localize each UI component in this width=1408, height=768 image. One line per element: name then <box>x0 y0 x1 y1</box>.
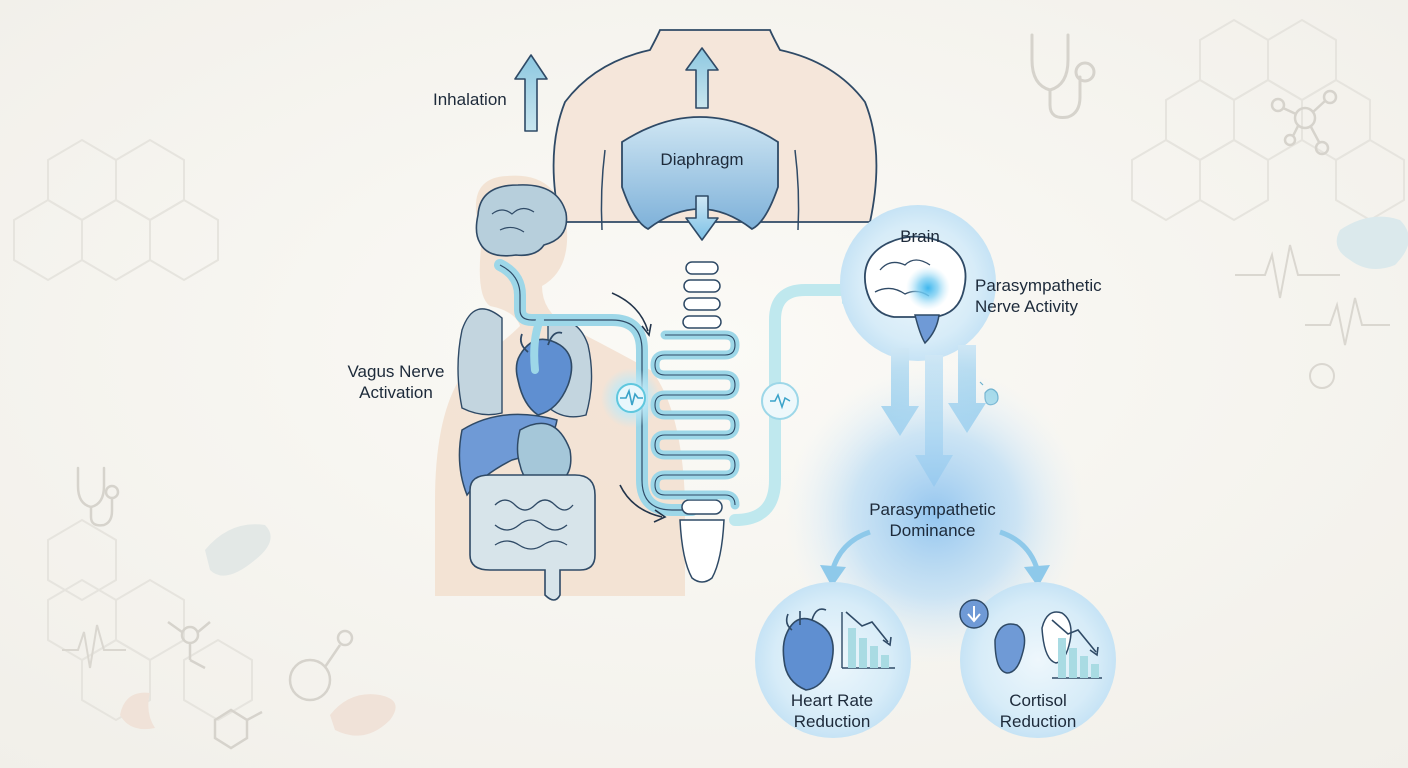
vagus-nerve-label-line2: Activation <box>359 383 433 402</box>
ecg-decoration-right <box>1235 244 1390 389</box>
arrow-to-cortisol-head <box>1024 565 1050 587</box>
down-arrow-icon <box>967 606 981 623</box>
vagus-nerve-label-line1: Vagus Nerve <box>347 362 445 381</box>
cortisol-circle <box>960 582 1116 738</box>
spine <box>679 261 725 583</box>
small-intestine <box>494 499 574 550</box>
ecg-pulse-icon <box>620 388 643 406</box>
stethoscope-icon <box>1030 33 1096 119</box>
molecule-icon-bottom <box>167 620 354 750</box>
diaphragm-label: Diaphragm <box>660 150 744 169</box>
cortisol-reduction-label-line2: Reduction <box>999 712 1077 731</box>
adrenal-gland-left <box>994 623 1026 674</box>
diaphragm-up-arrow <box>685 47 719 109</box>
heart-rate-reduction-label-line2: Reduction <box>793 712 871 731</box>
heart-rate-decline-chart <box>841 611 895 669</box>
hexagon-pattern-right <box>1131 18 1405 222</box>
brain <box>475 184 568 257</box>
parasympathetic-activity-label-line1: Parasympathetic <box>975 276 1102 295</box>
flow-arrow-bottom <box>619 484 663 518</box>
ecg-marker-icon <box>770 393 791 410</box>
brain-folds <box>491 207 535 233</box>
cortisol-reduction-label-line1: Cortisol <box>1009 691 1067 710</box>
heart-illustration-vessels <box>785 608 827 631</box>
diaphragm <box>621 116 779 231</box>
decorative-blob-bottom-left <box>120 692 155 730</box>
flow-arrow-top <box>611 292 649 332</box>
lung-left <box>457 308 503 416</box>
vagus-nerve-path-outline <box>499 264 692 511</box>
flow-arrow-top-head <box>641 323 652 337</box>
arrow-to-heart-head <box>820 565 846 587</box>
inhalation-label: Inhalation <box>433 90 507 109</box>
large-intestine <box>469 474 596 601</box>
torso-inner-line-right <box>794 149 800 231</box>
heart-rate-reduction-label-line1: Heart Rate <box>790 691 874 710</box>
brainstem <box>914 314 940 345</box>
spinal-nerve-coil-outline <box>654 334 736 506</box>
brain-activity-glow <box>906 266 950 310</box>
flow-arrow-bottom-head <box>653 509 667 523</box>
stethoscope-icon-small <box>76 466 120 527</box>
heart <box>515 338 573 416</box>
ecg-decoration-left <box>62 624 126 669</box>
cortisol-decline-chart <box>1051 619 1102 679</box>
decorative-blob-right <box>1336 216 1408 269</box>
molecule-icon <box>1270 89 1338 156</box>
parasympathetic-dominance-label-line2: Dominance <box>889 521 976 540</box>
parasympathetic-activity-label-line2: Nerve Activity <box>975 297 1078 316</box>
brain-label: Brain <box>900 227 940 246</box>
hexagon-pattern-left <box>13 138 253 722</box>
inhalation-arrow <box>514 54 548 132</box>
torso-inner-line-left <box>600 149 606 231</box>
parasympathetic-dominance-label-line1: Parasympathetic <box>869 500 996 519</box>
decorative-blob-left <box>205 524 271 576</box>
vagus-nerve-branch <box>530 316 544 374</box>
heart-rate-circle <box>755 582 911 738</box>
heart-illustration <box>782 617 834 691</box>
diaphragm-down-arrow <box>685 195 719 241</box>
decorative-blob-bottom <box>330 694 396 736</box>
